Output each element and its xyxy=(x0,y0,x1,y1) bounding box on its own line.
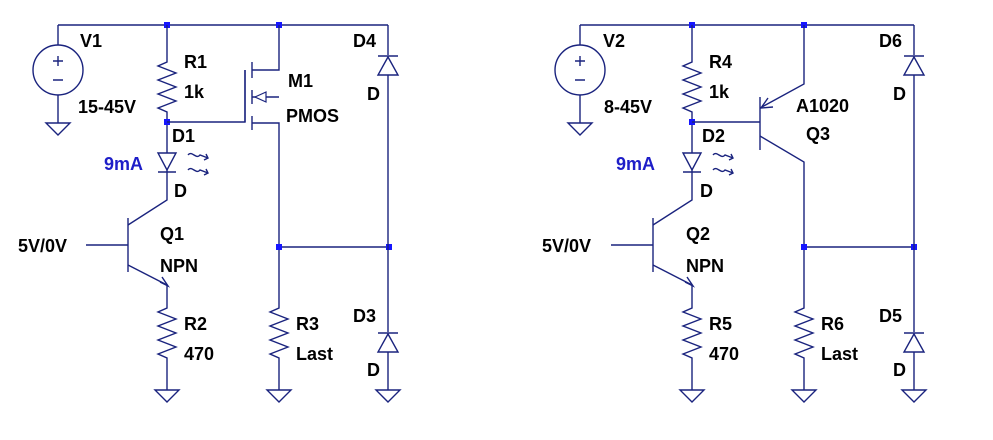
ground-icon xyxy=(791,379,817,403)
label-d1-name: D1 xyxy=(172,126,195,146)
ground-icon xyxy=(901,379,927,403)
label-m1-name: M1 xyxy=(288,71,313,91)
label-r1-value: 1k xyxy=(184,82,205,102)
label-r5-value: 470 xyxy=(709,344,739,364)
voltage-source-v2 xyxy=(554,25,606,136)
label-r4-value: 1k xyxy=(709,82,730,102)
ground-icon xyxy=(154,379,180,403)
resistor-r5 xyxy=(682,303,702,363)
label-q3-name: Q3 xyxy=(806,124,830,144)
resistor-r3 xyxy=(269,303,289,363)
label-r4-name: R4 xyxy=(709,52,732,72)
diode-d6 xyxy=(902,25,926,247)
label-d1-current: 9mA xyxy=(104,154,143,174)
ground-icon xyxy=(567,112,593,136)
label-r2-name: R2 xyxy=(184,314,207,334)
label-m1-type: PMOS xyxy=(286,106,339,126)
left-circuit: V1 15-45V R1 1k M1 PMOS D1 9mA D 5V/0V Q… xyxy=(18,22,401,403)
label-d4-name: D4 xyxy=(353,31,376,51)
led-d2 xyxy=(681,152,734,176)
label-r3-name: R3 xyxy=(296,314,319,334)
label-q3-part: A1020 xyxy=(796,96,849,116)
npn-q1 xyxy=(86,175,171,304)
label-r6-value: Last xyxy=(821,344,858,364)
ground-icon xyxy=(45,112,71,136)
label-q2-input: 5V/0V xyxy=(542,236,591,256)
label-q1-input: 5V/0V xyxy=(18,236,67,256)
diode-d4 xyxy=(376,25,400,247)
label-d2-model: D xyxy=(700,181,713,201)
resistor-r2 xyxy=(157,303,177,363)
pnp-q3 xyxy=(692,25,805,247)
resistor-r1 xyxy=(157,57,177,117)
label-v2-name: V2 xyxy=(603,31,625,51)
label-v2-value: 8-45V xyxy=(604,97,652,117)
npn-q2 xyxy=(611,175,696,304)
label-d5-model: D xyxy=(893,360,906,380)
label-r1-name: R1 xyxy=(184,52,207,72)
label-q1-type: NPN xyxy=(160,256,198,276)
label-r5-name: R5 xyxy=(709,314,732,334)
label-q2-type: NPN xyxy=(686,256,724,276)
label-d6-model: D xyxy=(893,84,906,104)
label-d2-name: D2 xyxy=(702,126,725,146)
label-d1-model: D xyxy=(174,181,187,201)
label-d5-name: D5 xyxy=(879,306,902,326)
label-v1-name: V1 xyxy=(80,31,102,51)
label-q2-name: Q2 xyxy=(686,224,710,244)
right-circuit: V2 8-45V R4 1k A1020 Q3 D2 9mA D 5V/0V Q… xyxy=(542,22,927,403)
label-d3-model: D xyxy=(367,360,380,380)
label-r2-value: 470 xyxy=(184,344,214,364)
ground-icon xyxy=(266,379,292,403)
label-r6-name: R6 xyxy=(821,314,844,334)
ground-icon xyxy=(679,379,705,403)
ground-icon xyxy=(375,379,401,403)
label-d6-name: D6 xyxy=(879,31,902,51)
label-v1-value: 15-45V xyxy=(78,97,136,117)
label-d4-model: D xyxy=(367,84,380,104)
resistor-r6 xyxy=(794,303,814,363)
diode-d5 xyxy=(901,247,927,403)
label-d2-current: 9mA xyxy=(616,154,655,174)
pmos-m1 xyxy=(244,25,280,247)
resistor-r4 xyxy=(682,57,702,117)
label-r3-value: Last xyxy=(296,344,333,364)
label-q1-name: Q1 xyxy=(160,224,184,244)
voltage-source-v1 xyxy=(32,25,84,136)
label-d3-name: D3 xyxy=(353,306,376,326)
led-d1 xyxy=(156,152,209,176)
diode-d3 xyxy=(375,247,401,403)
